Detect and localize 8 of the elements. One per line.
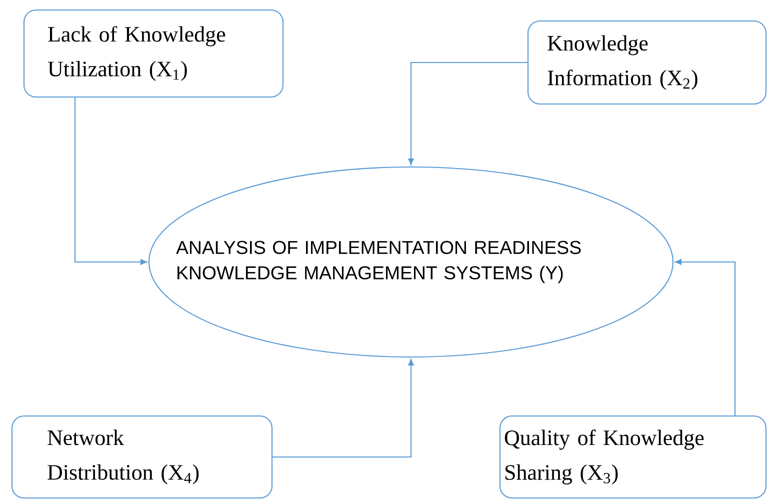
arrow (74, 98, 148, 265)
text-box: Lack of Knowledge Utilization (X$_{1}$) (23, 9, 284, 98)
text-box: Knowledge Information (X$_{2}$) (527, 20, 767, 105)
arrow (272, 358, 414, 458)
text-box: Quality of Knowledge Sharing (X$_{3}$) (499, 415, 767, 499)
arrow (408, 62, 528, 165)
arrow (675, 259, 736, 416)
text-box: Network Distribution (X$_{4}$) (11, 415, 273, 499)
